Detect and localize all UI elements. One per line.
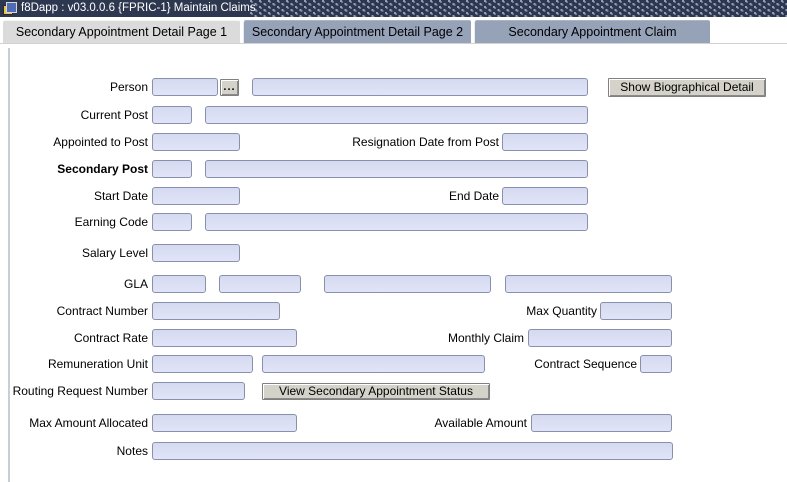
person-code-input[interactable]	[152, 78, 218, 96]
contract-number-input[interactable]	[152, 302, 280, 320]
gla-segment-3-input[interactable]	[324, 275, 491, 293]
max-quantity-input[interactable]	[600, 302, 672, 320]
appointed-to-post-label: Appointed to Post	[53, 135, 148, 149]
remuneration-unit-label: Remuneration Unit	[47, 357, 148, 371]
tab-secondary-appointment-detail-page-1[interactable]: Secondary Appointment Detail Page 1	[2, 20, 240, 43]
current-post-code-input[interactable]	[152, 106, 192, 124]
available-amount-input[interactable]	[531, 414, 672, 432]
gla-segment-4-input[interactable]	[505, 275, 672, 293]
gla-segment-1-input[interactable]	[152, 275, 206, 293]
current-post-name-input[interactable]	[205, 106, 588, 124]
gla-label: GLA	[123, 277, 148, 291]
secondary-post-name-input[interactable]	[205, 160, 588, 178]
routing-request-number-input[interactable]	[152, 382, 245, 400]
tab-secondary-appointment-claim[interactable]: Secondary Appointment Claim	[474, 20, 710, 43]
contract-rate-input[interactable]	[152, 329, 297, 347]
current-post-label: Current Post	[80, 108, 148, 122]
notes-input[interactable]	[152, 442, 673, 460]
contract-sequence-input[interactable]	[640, 355, 672, 373]
end-date-label: End Date	[448, 189, 499, 203]
form-canvas: Person ... Show Biographical Detail Curr…	[0, 44, 787, 482]
resignation-date-from-post-input[interactable]	[502, 133, 588, 151]
end-date-input[interactable]	[502, 187, 588, 205]
max-amount-allocated-label: Max Amount Allocated	[29, 416, 148, 430]
contract-rate-label: Contract Rate	[73, 331, 148, 345]
window-titlebar[interactable]: f8Dapp : v03.0.0.6 {FPRIC-1} Maintain Cl…	[0, 0, 787, 17]
earning-code-label: Earning Code	[74, 215, 148, 229]
window-title: f8Dapp : v03.0.0.6 {FPRIC-1} Maintain Cl…	[21, 2, 256, 14]
canvas-left-edge	[8, 48, 10, 482]
start-date-label: Start Date	[93, 189, 148, 203]
monthly-claim-label: Monthly Claim	[447, 331, 524, 345]
app-icon	[3, 2, 17, 15]
secondary-post-code-input[interactable]	[152, 160, 192, 178]
person-lookup-button[interactable]: ...	[220, 79, 239, 96]
gla-segment-2-input[interactable]	[219, 275, 301, 293]
routing-request-number-label: Routing Request Number	[12, 384, 148, 398]
remuneration-unit-code-input[interactable]	[152, 355, 253, 373]
notes-label: Notes	[116, 444, 148, 458]
max-amount-allocated-input[interactable]	[152, 414, 297, 432]
earning-code-description-input[interactable]	[205, 213, 588, 231]
titlebar-texture	[250, 0, 787, 17]
salary-level-label: Salary Level	[81, 246, 148, 260]
monthly-claim-input[interactable]	[528, 329, 672, 347]
remuneration-unit-description-input[interactable]	[262, 355, 485, 373]
contract-number-label: Contract Number	[56, 304, 148, 318]
tab-secondary-appointment-detail-page-2[interactable]: Secondary Appointment Detail Page 2	[243, 20, 471, 43]
start-date-input[interactable]	[152, 187, 240, 205]
view-secondary-appointment-status-button[interactable]: View Secondary Appointment Status	[262, 383, 490, 400]
available-amount-label: Available Amount	[434, 416, 527, 430]
contract-sequence-label: Contract Sequence	[534, 357, 637, 371]
max-quantity-label: Max Quantity	[526, 304, 597, 318]
person-name-input[interactable]	[252, 78, 588, 96]
salary-level-input[interactable]	[152, 244, 240, 262]
show-biographical-detail-button[interactable]: Show Biographical Detail	[608, 78, 766, 97]
appointed-to-post-input[interactable]	[152, 133, 240, 151]
secondary-post-label: Secondary Post	[57, 162, 148, 176]
earning-code-input[interactable]	[152, 213, 192, 231]
tab-bar: Secondary Appointment Detail Page 1 Seco…	[0, 17, 787, 44]
person-label: Person	[109, 80, 148, 94]
resignation-date-from-post-label: Resignation Date from Post	[352, 135, 499, 149]
